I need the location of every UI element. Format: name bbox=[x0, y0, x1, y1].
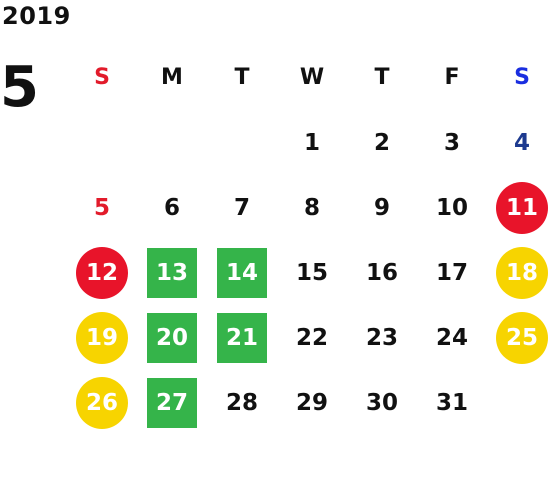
day-cell[interactable]: 18 bbox=[487, 240, 548, 305]
day-cell[interactable]: 5 bbox=[67, 175, 137, 240]
day-cell[interactable]: 1 bbox=[277, 110, 347, 175]
day-cell[interactable]: 11 bbox=[487, 175, 548, 240]
day-number: 10 bbox=[435, 194, 468, 221]
empty-day-cell bbox=[67, 110, 137, 175]
day-number: 19 bbox=[85, 324, 118, 351]
day-cell[interactable]: 8 bbox=[277, 175, 347, 240]
year-label: 2019 bbox=[2, 2, 71, 30]
day-number: 11 bbox=[505, 194, 538, 221]
empty-day-cell bbox=[137, 110, 207, 175]
day-cell[interactable]: 29 bbox=[277, 370, 347, 435]
day-number: 7 bbox=[233, 194, 250, 221]
day-cell[interactable]: 30 bbox=[347, 370, 417, 435]
day-number: 28 bbox=[225, 389, 258, 416]
day-number: 16 bbox=[365, 259, 398, 286]
day-cell[interactable]: 23 bbox=[347, 305, 417, 370]
day-number: 26 bbox=[85, 389, 118, 416]
day-cell[interactable]: 22 bbox=[277, 305, 347, 370]
day-cell[interactable]: 7 bbox=[207, 175, 277, 240]
day-cell[interactable]: 9 bbox=[347, 175, 417, 240]
empty-day-cell bbox=[207, 110, 277, 175]
day-cell[interactable]: 20 bbox=[137, 305, 207, 370]
day-number: 8 bbox=[303, 194, 320, 221]
weekday-header-thursday: T bbox=[374, 65, 390, 90]
day-number: 15 bbox=[295, 259, 328, 286]
day-cell[interactable]: 25 bbox=[487, 305, 548, 370]
day-number: 5 bbox=[93, 194, 110, 221]
day-number: 27 bbox=[155, 389, 188, 416]
day-number: 1 bbox=[303, 129, 320, 156]
day-cell[interactable]: 16 bbox=[347, 240, 417, 305]
day-cell[interactable]: 6 bbox=[137, 175, 207, 240]
day-number: 3 bbox=[443, 129, 460, 156]
day-cell[interactable]: 21 bbox=[207, 305, 277, 370]
day-number: 29 bbox=[295, 389, 328, 416]
day-number: 18 bbox=[505, 259, 538, 286]
day-number: 2 bbox=[373, 129, 390, 156]
day-cell[interactable]: 14 bbox=[207, 240, 277, 305]
day-cell[interactable]: 12 bbox=[67, 240, 137, 305]
day-cell[interactable]: 19 bbox=[67, 305, 137, 370]
weekday-header-monday: M bbox=[161, 65, 183, 90]
day-cell[interactable]: 13 bbox=[137, 240, 207, 305]
day-number: 23 bbox=[365, 324, 398, 351]
weekday-header-saturday: S bbox=[514, 65, 530, 90]
day-number: 13 bbox=[155, 259, 188, 286]
day-number: 30 bbox=[365, 389, 398, 416]
day-cell[interactable]: 2 bbox=[347, 110, 417, 175]
day-cell[interactable]: 28 bbox=[207, 370, 277, 435]
day-number: 21 bbox=[225, 324, 258, 351]
day-cell[interactable]: 15 bbox=[277, 240, 347, 305]
day-cell[interactable]: 3 bbox=[417, 110, 487, 175]
weekday-header-sunday: S bbox=[94, 65, 110, 90]
day-number: 6 bbox=[163, 194, 180, 221]
day-number: 24 bbox=[435, 324, 468, 351]
day-number: 9 bbox=[373, 194, 390, 221]
day-number: 31 bbox=[435, 389, 468, 416]
day-cell[interactable]: 17 bbox=[417, 240, 487, 305]
day-number: 25 bbox=[505, 324, 538, 351]
day-number: 14 bbox=[225, 259, 258, 286]
weekday-header-wednesday: W bbox=[299, 65, 325, 90]
day-number: 4 bbox=[513, 129, 530, 156]
day-cell[interactable]: 4 bbox=[487, 110, 548, 175]
day-cell[interactable]: 31 bbox=[417, 370, 487, 435]
day-cell[interactable]: 24 bbox=[417, 305, 487, 370]
month-label: 5 bbox=[0, 55, 39, 120]
day-cell[interactable]: 10 bbox=[417, 175, 487, 240]
day-number: 12 bbox=[85, 259, 118, 286]
weekday-header-friday: F bbox=[444, 65, 460, 90]
day-number: 17 bbox=[435, 259, 468, 286]
day-number: 20 bbox=[155, 324, 188, 351]
day-cell[interactable]: 27 bbox=[137, 370, 207, 435]
weekday-header-tuesday: T bbox=[234, 65, 250, 90]
day-number: 22 bbox=[295, 324, 328, 351]
day-cell[interactable]: 26 bbox=[67, 370, 137, 435]
